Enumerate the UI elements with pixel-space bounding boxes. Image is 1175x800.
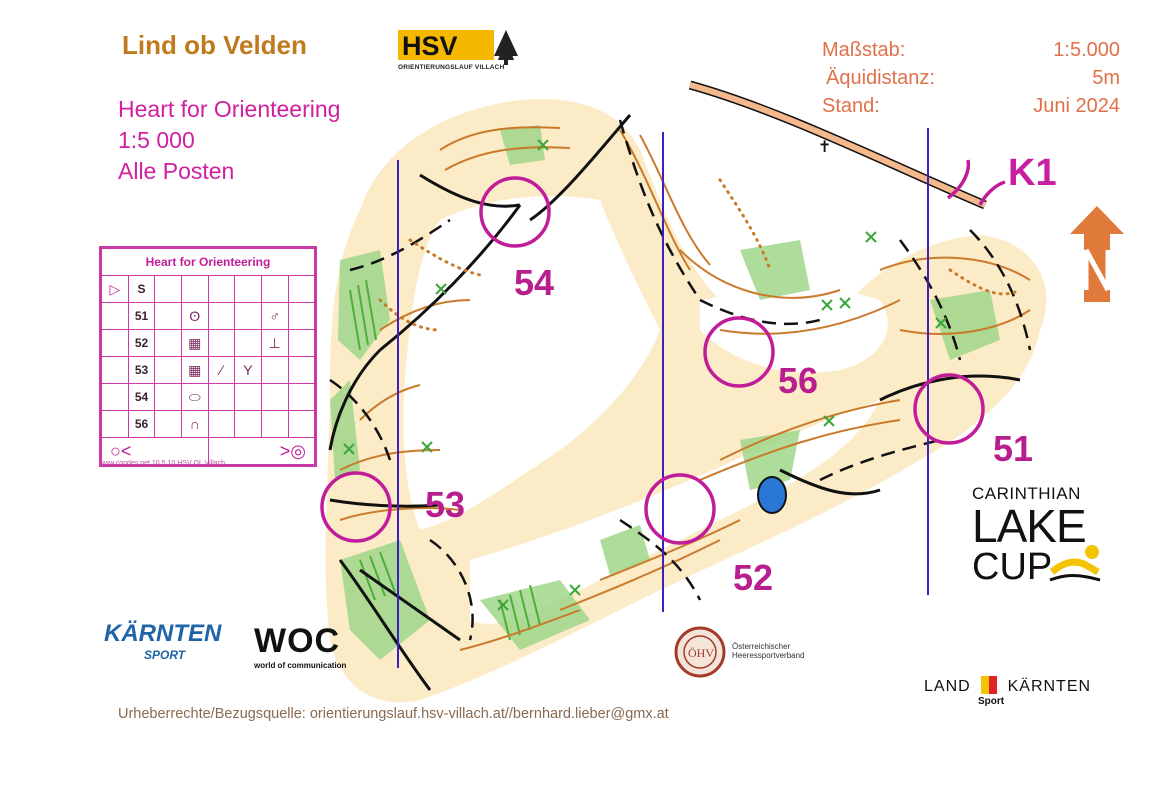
- description-row-54: 54 ⬭: [101, 383, 315, 411]
- control-label-51: 51: [993, 428, 1034, 469]
- land-flag-icon: [981, 676, 998, 694]
- description-row-56: 56 ∩: [101, 410, 315, 438]
- course: [320, 159, 1006, 545]
- finish-right-icon: >◎: [207, 437, 316, 465]
- control-51-circle: [913, 373, 985, 445]
- event-name: Heart for Orienteering: [118, 96, 341, 122]
- carinthian-lake-cup-logo: CARINTHIAN LAKE CUP: [972, 484, 1101, 588]
- event-course: Alle Posten: [118, 158, 235, 184]
- boulder-icon: ⬭: [180, 383, 209, 411]
- event-scale: 1:5 000: [118, 127, 195, 153]
- dotted-trails: [378, 178, 1022, 332]
- description-code: 52: [127, 329, 156, 357]
- line-icon: ∕: [207, 356, 236, 384]
- scale-label: Maßstab:: [822, 39, 906, 61]
- woc-logo-sub: world of communication: [254, 661, 347, 670]
- start-triangle-icon: ▷: [101, 275, 129, 303]
- description-row-52: 52 ▦ ⊥: [101, 329, 315, 357]
- control-52-circle: [644, 473, 716, 545]
- control-label-k1: K1: [1008, 152, 1057, 194]
- status-value: Juni 2024: [1033, 95, 1120, 117]
- control-description-title: Heart for Orienteering: [101, 248, 315, 276]
- svg-text:✝: ✝: [818, 137, 831, 156]
- description-code: 53: [127, 356, 156, 384]
- lake-cup-line-2: LAKE: [972, 500, 1087, 552]
- hill-knoll-icon: ∩: [180, 410, 209, 438]
- control-label-53: 53: [425, 484, 466, 525]
- north-arrow-icon: [1070, 206, 1124, 307]
- magnetic-north-lines: [397, 128, 929, 668]
- equidistance-label: Äquidistanz:: [826, 67, 935, 89]
- hsv-federation-line1: Österreichischer: [732, 642, 791, 651]
- hsv-federation-line2: Heeressportverband: [732, 651, 805, 660]
- control-description-credit: www.condes.net 10.5.10 HSV OL Villach: [99, 460, 226, 467]
- control-56-circle: [703, 316, 775, 388]
- lake-cup-line-3: CUP: [972, 546, 1053, 588]
- kaernten-logo-text: KÄRNTEN: [104, 620, 222, 647]
- description-code: 54: [127, 383, 156, 411]
- description-row-51: 51 ʘ ♂: [101, 302, 315, 330]
- control-54-circle: [479, 176, 551, 248]
- finish-left-icon: ○<: [101, 437, 209, 465]
- kaernten-logo-sub: SPORT: [144, 648, 186, 662]
- circle-arrow-icon: ♂: [260, 302, 289, 330]
- land-logo-sub: Sport: [978, 696, 1005, 707]
- lake-cup-line-1: CARINTHIAN: [972, 484, 1081, 503]
- foot-icon: ⊥: [260, 329, 289, 357]
- svg-text:ÖHV: ÖHV: [688, 646, 714, 660]
- heeressportverband-logo: ÖHV Österreichischer Heeressportverband: [674, 626, 804, 683]
- map-info-labels: Maßstab: Äquidistanz: Stand:: [822, 36, 935, 120]
- copyright-note: Urheberrechte/Bezugsquelle: orientierung…: [118, 706, 669, 722]
- woc-logo: WOC world of communication: [254, 622, 346, 670]
- hsv-seal-icon: ÖHV: [674, 626, 726, 678]
- event-info: Heart for Orienteering 1:5 000 Alle Post…: [118, 94, 340, 187]
- cliff-icon: ▦: [180, 356, 209, 384]
- control-53-circle: [320, 471, 392, 543]
- description-code: 56: [127, 410, 156, 438]
- cliff-icon: ▦: [180, 329, 209, 357]
- green-x-markers: [343, 139, 947, 611]
- lake: [757, 476, 787, 514]
- green-stripes: [349, 279, 541, 641]
- start-k1-mark: [946, 159, 971, 200]
- control-label-54: 54: [514, 262, 555, 303]
- terrain-area: [325, 99, 1047, 703]
- equidistance-value: 5m: [1092, 67, 1120, 89]
- pit-icon: ʘ: [180, 302, 209, 330]
- description-code: 51: [127, 302, 156, 330]
- woc-logo-text: WOC: [254, 622, 341, 660]
- control-description-sheet: Heart for Orienteering ▷ S 51 ʘ ♂ 52 ▦ ⊥…: [99, 246, 317, 467]
- map-location-title: Lind ob Velden: [122, 30, 307, 60]
- hsv-logo-subtitle: ORIENTIERUNGSLAUF VILLACH: [398, 64, 505, 71]
- hsv-logo-text: HSV: [402, 31, 458, 61]
- map-info-values: 1:5.000 5m Juni 2024: [960, 36, 1120, 120]
- description-row-53: 53 ▦ ∕ Y: [101, 356, 315, 384]
- swimmer-icon: [1049, 545, 1101, 582]
- control-label-52: 52: [733, 557, 774, 598]
- status-label: Stand:: [822, 95, 880, 117]
- start-code: S: [127, 275, 156, 303]
- kaernten-sport-logo: KÄRNTEN SPORT: [104, 620, 221, 662]
- scale-value: 1:5.000: [1053, 39, 1120, 61]
- control-label-56: 56: [778, 360, 819, 401]
- land-logo-left: LAND: [924, 678, 971, 695]
- path-junction-icon: Y: [234, 356, 262, 384]
- hsv-logo: HSV: [398, 26, 524, 71]
- contour-lines: [339, 126, 1031, 651]
- land-kaernten-logo: LAND KÄRNTEN Sport: [924, 676, 1091, 707]
- land-logo-right: KÄRNTEN: [1007, 678, 1092, 695]
